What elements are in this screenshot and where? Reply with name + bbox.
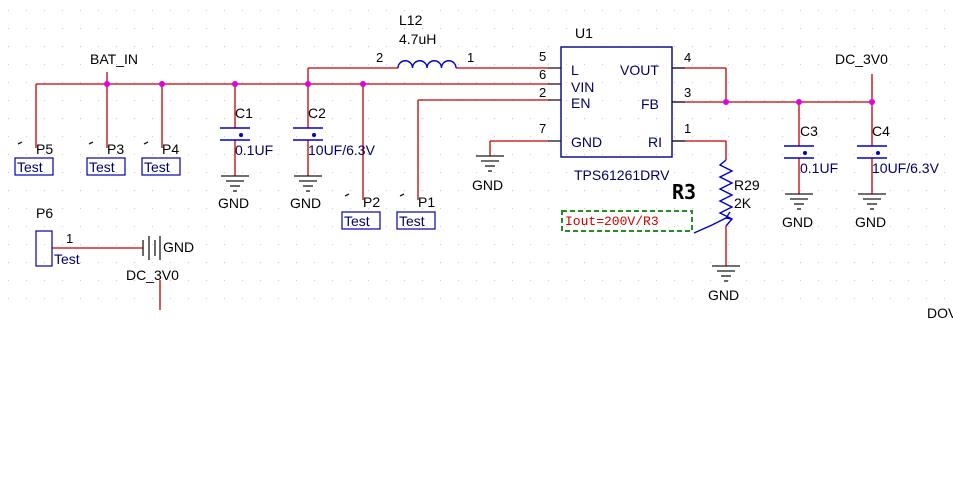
gnd-r29: GND (708, 265, 740, 303)
annotation-text: Iout=200V/R3 (565, 214, 659, 229)
ic-pin-name-vin: VIN (571, 79, 594, 95)
resistor-r29[interactable]: R29 2K R3 (672, 159, 760, 234)
ic-pin-num-3: 3 (684, 85, 691, 100)
r29-ref: R29 (734, 177, 760, 193)
testpoint-p2[interactable]: P2 Test (341, 193, 381, 230)
battery-symbol: GND DC_3V0 (126, 236, 194, 283)
inductor-pin-left: 2 (376, 50, 383, 65)
testpoint-p1[interactable]: P1 Test (396, 193, 436, 230)
gnd-u1: GND (472, 155, 504, 193)
p5-ref: P5 (36, 141, 53, 157)
c4-ref: C4 (872, 123, 890, 139)
ic-pin-name-vout: VOUT (620, 62, 659, 78)
annotation-iout[interactable]: Iout=200V/R3 (561, 210, 693, 232)
ic-pin-num-4: 4 (684, 50, 691, 65)
capacitor-c4[interactable]: C4 10UF/6.3V (857, 123, 940, 176)
ic-pin-num-1: 1 (684, 121, 691, 136)
gnd-label-c1: GND (218, 195, 249, 211)
p3-ref: P3 (107, 141, 124, 157)
gnd-c1: GND (218, 175, 249, 211)
ic-pin-num-5: 5 (539, 49, 546, 64)
net-label-bat-in: BAT_IN (90, 51, 138, 67)
p6-ref: P6 (36, 205, 53, 221)
gnd-label-u1: GND (472, 177, 503, 193)
battery-gnd-label: GND (163, 239, 194, 255)
c3-ref: C3 (800, 123, 818, 139)
ic-pin-num-6: 6 (539, 67, 546, 82)
ic-pin-name-gnd: GND (571, 134, 602, 150)
gnd-c4: GND (855, 193, 886, 230)
c3-value: 0.1UF (800, 160, 838, 176)
p1-ref: P1 (418, 194, 435, 210)
net-label-dov: DOV (927, 305, 953, 321)
p1-label: Test (399, 213, 425, 229)
ic-pin-name-fb: FB (641, 96, 659, 112)
capacitor-c2[interactable]: C2 10UF/6.3V (293, 105, 376, 158)
net-label-dc-3v0: DC_3V0 (835, 51, 888, 67)
r3-alias-label: R3 (672, 180, 696, 204)
ic-pin-name-l: L (571, 62, 579, 78)
c1-ref: C1 (235, 105, 253, 121)
ic-ref: U1 (575, 25, 593, 41)
p6-pin-num: 1 (66, 231, 73, 246)
grid-dots (8, 10, 945, 299)
ic-part-number: TPS61261DRV (574, 167, 670, 183)
testpoint-p3[interactable]: P3 Test (86, 141, 126, 176)
r29-value: 2K (734, 195, 752, 211)
gnd-c3: GND (782, 193, 813, 230)
c2-ref: C2 (308, 105, 326, 121)
gnd-c2: GND (290, 175, 322, 211)
p4-ref: P4 (162, 141, 179, 157)
p2-label: Test (344, 213, 370, 229)
ic-u1[interactable]: U1 TPS61261DRV L VIN EN GND VOUT FB RI 5… (539, 25, 691, 183)
inductor-value: 4.7uH (399, 31, 436, 47)
p6-label: Test (54, 251, 80, 267)
wires (35, 67, 873, 310)
capacitor-c1[interactable]: C1 0.1UF (220, 105, 273, 158)
testpoint-p6[interactable]: P6 1 Test (35, 205, 80, 267)
ic-pin-name-en: EN (571, 95, 590, 111)
p5-label: Test (17, 159, 43, 175)
c2-value: 10UF/6.3V (308, 142, 376, 158)
inductor-ref: L12 (399, 12, 423, 28)
ic-pin-num-7: 7 (539, 121, 546, 136)
ic-pin-num-2: 2 (539, 85, 546, 100)
gnd-label-c4: GND (855, 214, 886, 230)
c4-value: 10UF/6.3V (872, 160, 940, 176)
p4-label: Test (144, 159, 170, 175)
inductor-l12[interactable]: L12 4.7uH 2 1 (376, 12, 474, 69)
battery-dc-3v0-label: DC_3V0 (126, 267, 179, 283)
p2-ref: P2 (363, 194, 380, 210)
junctions (104, 81, 875, 105)
gnd-label-r29: GND (708, 287, 739, 303)
ic-pin-name-ri: RI (648, 134, 662, 150)
testpoint-p4[interactable]: P4 Test (141, 141, 181, 176)
capacitor-c3[interactable]: C3 0.1UF (784, 123, 838, 176)
gnd-label-c3: GND (782, 214, 813, 230)
testpoint-p5[interactable]: P5 Test (14, 141, 54, 176)
gnd-label-c2: GND (290, 195, 321, 211)
c1-value: 0.1UF (235, 142, 273, 158)
inductor-pin-right: 1 (467, 50, 474, 65)
p3-label: Test (89, 159, 115, 175)
